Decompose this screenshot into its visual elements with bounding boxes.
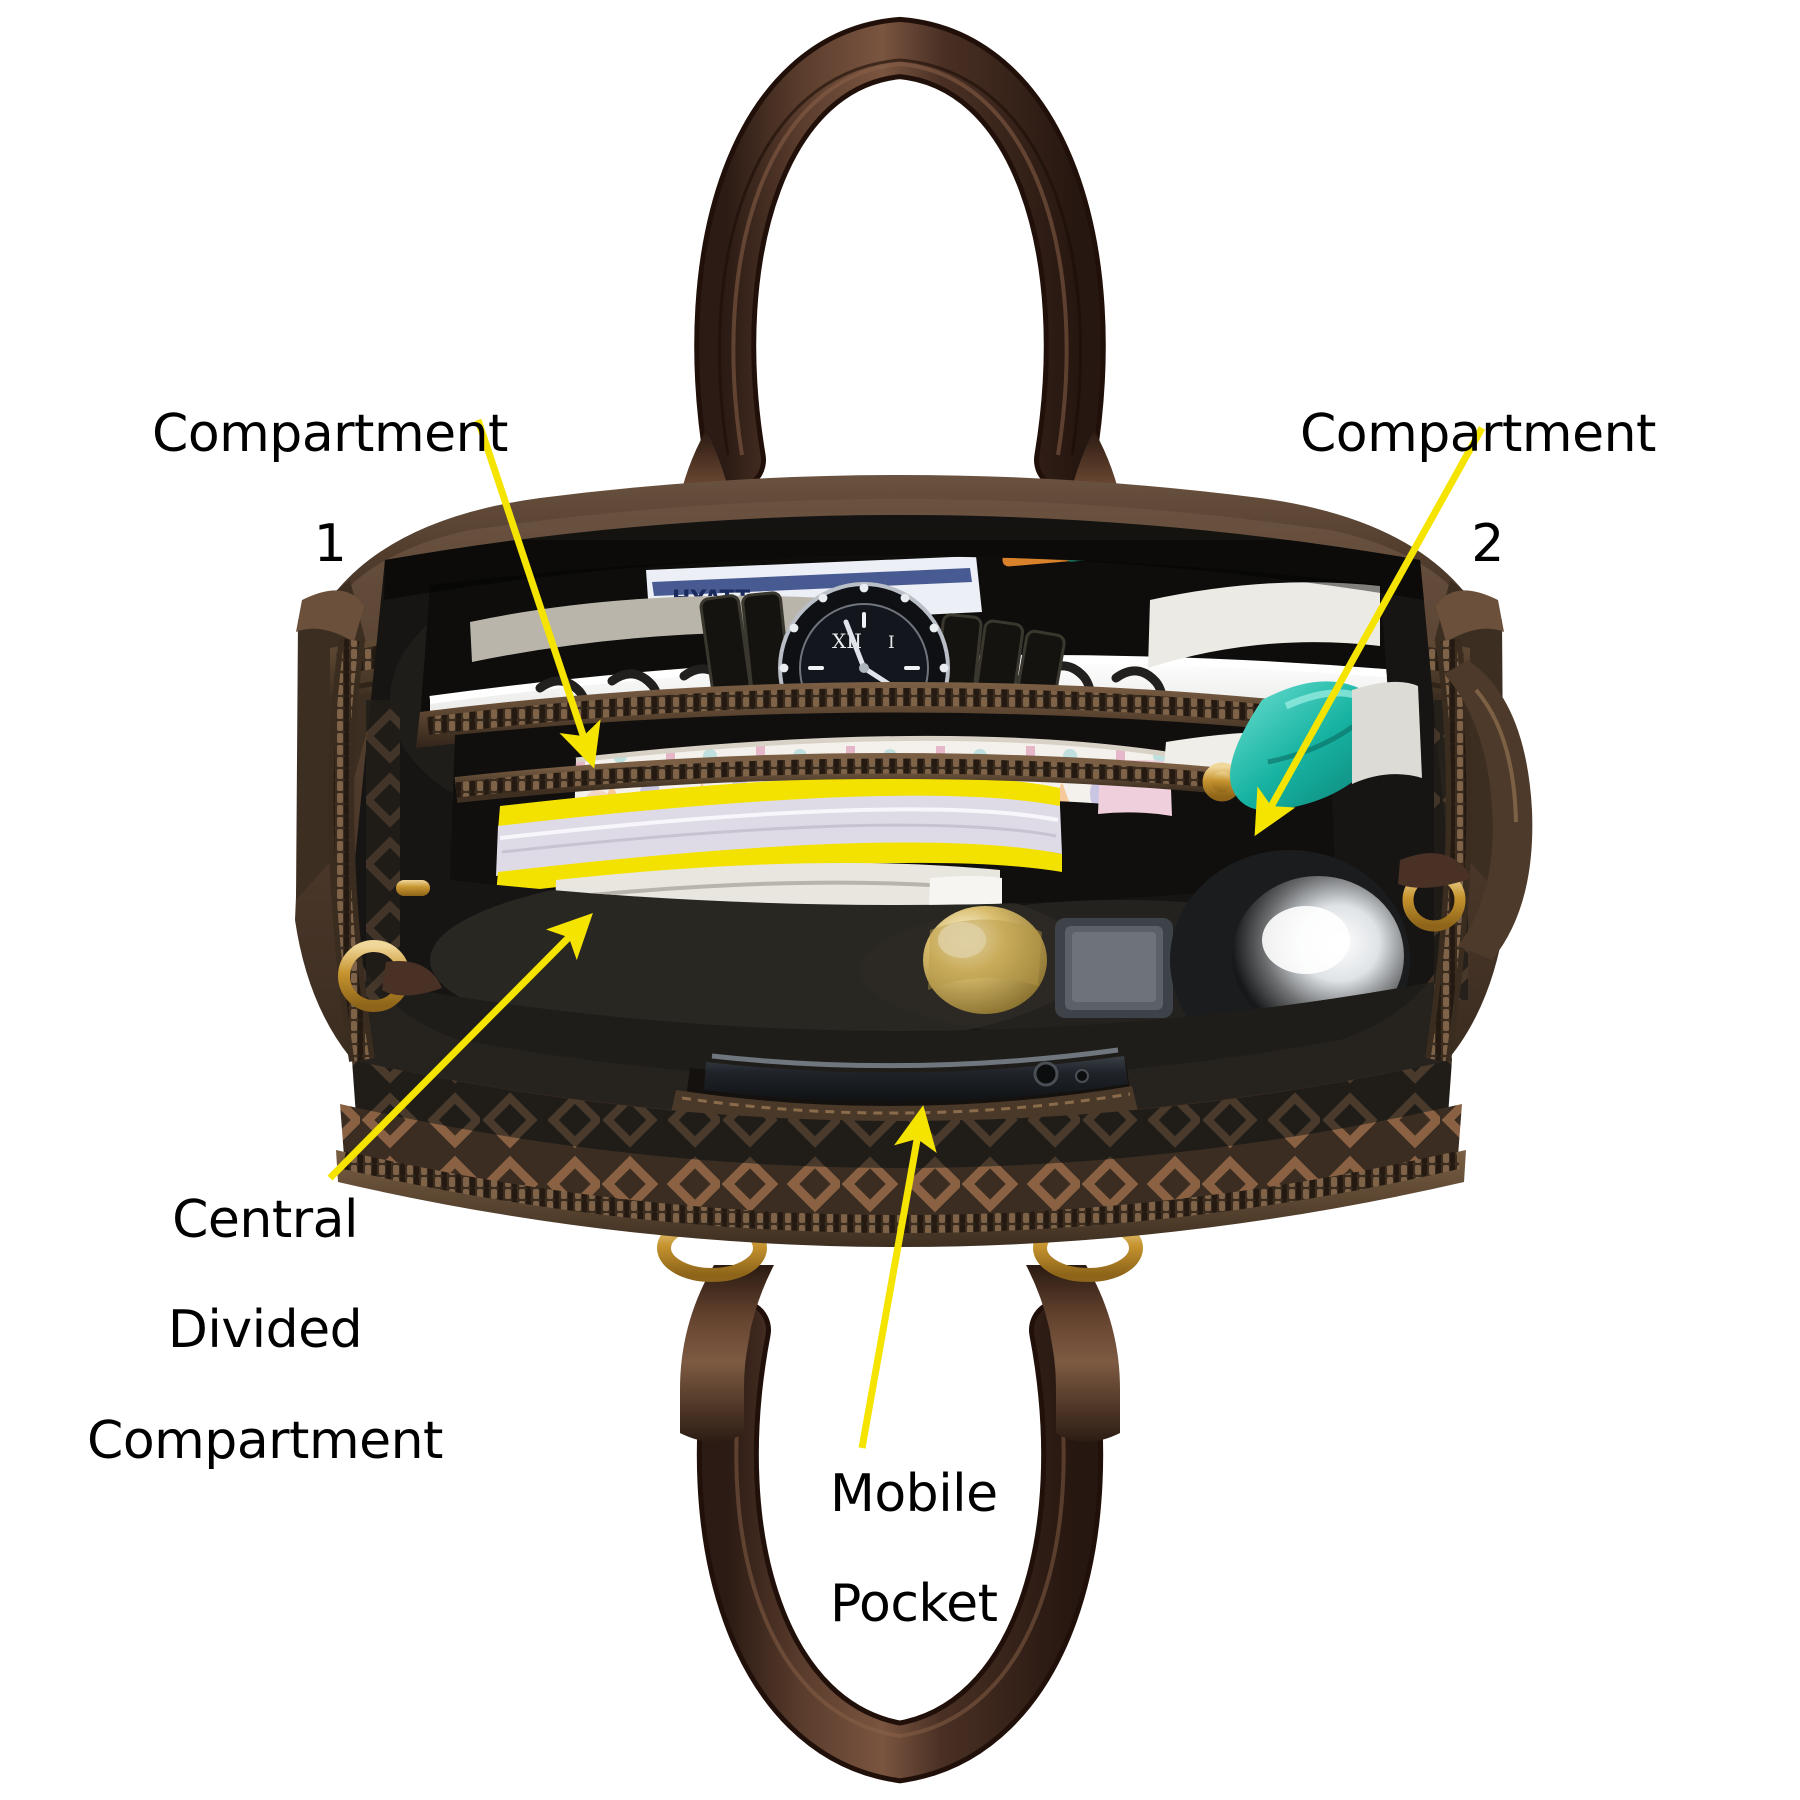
label-mobile-pocket: Mobile Pocket [830,1412,1030,1688]
label-compartment-2-line1: Compartment [1300,404,1656,465]
label-mobile-line2: Pocket [830,1574,998,1635]
label-compartment-1: Compartment 1 [150,352,510,628]
handle-bottom [657,1214,1143,1784]
grey-case [554,862,1002,905]
arrow-central-divided-compartment [327,913,593,1181]
label-central-line2: Divided [167,1300,363,1361]
label-central-divided-compartment: Central Divided Compartment [55,1138,475,1524]
label-mobile-line1: Mobile [830,1464,998,1525]
label-compartment-2: Compartment 2 [1300,352,1690,628]
label-compartment-1-line1: Compartment [152,404,508,465]
label-compartment-2-line2: 2 [1471,514,1504,575]
annotation-arrows [327,418,1486,1449]
side-hardware-left [338,880,442,1012]
highlighter-book [496,776,1062,894]
arrow-compartment-2 [1254,426,1486,837]
side-hardware-right [1398,853,1472,932]
label-central-line3: Compartment [87,1410,443,1471]
label-central-line1: Central [172,1190,358,1251]
svg-text:I: I [888,633,895,653]
arrow-compartment-1 [474,418,601,769]
arrow-mobile-pocket [858,1105,937,1449]
label-compartment-1-line2: 1 [313,514,347,575]
